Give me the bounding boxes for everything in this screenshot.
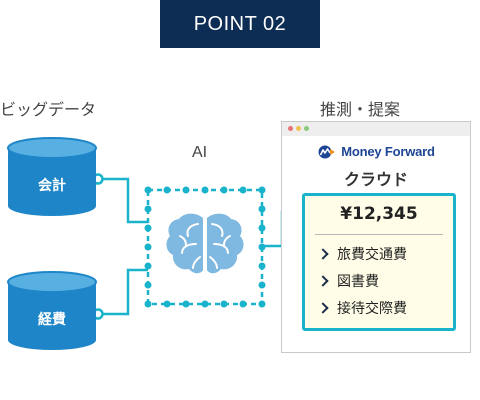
- receipt-card: ¥12,345 旅費交通費 図書費 接待交際費: [302, 193, 456, 331]
- chevron-right-icon: [317, 275, 329, 287]
- receipt-item: 接待交際費: [317, 298, 407, 318]
- database-accounting-label: 会計: [38, 178, 66, 194]
- receipt-item: 図書費: [317, 271, 379, 291]
- product-name: クラウド: [343, 170, 408, 189]
- chip-pins: [144, 186, 266, 308]
- money-forward-logo-icon: [318, 145, 336, 158]
- window-dot-yellow: [296, 126, 301, 131]
- receipt-divider: [315, 234, 443, 235]
- brain-icon: [166, 213, 244, 274]
- ai-chip: [144, 186, 266, 308]
- receipt-amount: ¥12,345: [340, 204, 418, 224]
- window-dot-green: [304, 126, 309, 131]
- database-expense-label: 経費: [38, 312, 66, 328]
- brand-name: Money Forward: [341, 144, 435, 159]
- point-badge: POINT 02: [160, 0, 320, 48]
- receipt-item-label: 図書費: [337, 274, 379, 290]
- brand-logo: Money Forward: [282, 144, 470, 159]
- database-accounting: [7, 137, 97, 216]
- database-expense: [7, 271, 97, 350]
- connector-expense-ai: [101, 268, 148, 316]
- connector-accounting-ai: [101, 177, 148, 224]
- chevron-right-icon: [317, 248, 329, 260]
- chevron-right-icon: [317, 302, 329, 314]
- window-dot-red: [288, 126, 293, 131]
- window-titlebar: [282, 122, 470, 136]
- ai-label: AI: [192, 144, 208, 161]
- receipt-item: 旅費交通費: [317, 244, 407, 264]
- big-data-label: ビッグデータ: [0, 100, 97, 119]
- receipt-item-label: 旅費交通費: [337, 247, 407, 263]
- point-badge-text: POINT 02: [193, 12, 287, 35]
- receipt-item-label: 接待交際費: [337, 301, 407, 317]
- prediction-label: 推測・提案: [320, 100, 401, 119]
